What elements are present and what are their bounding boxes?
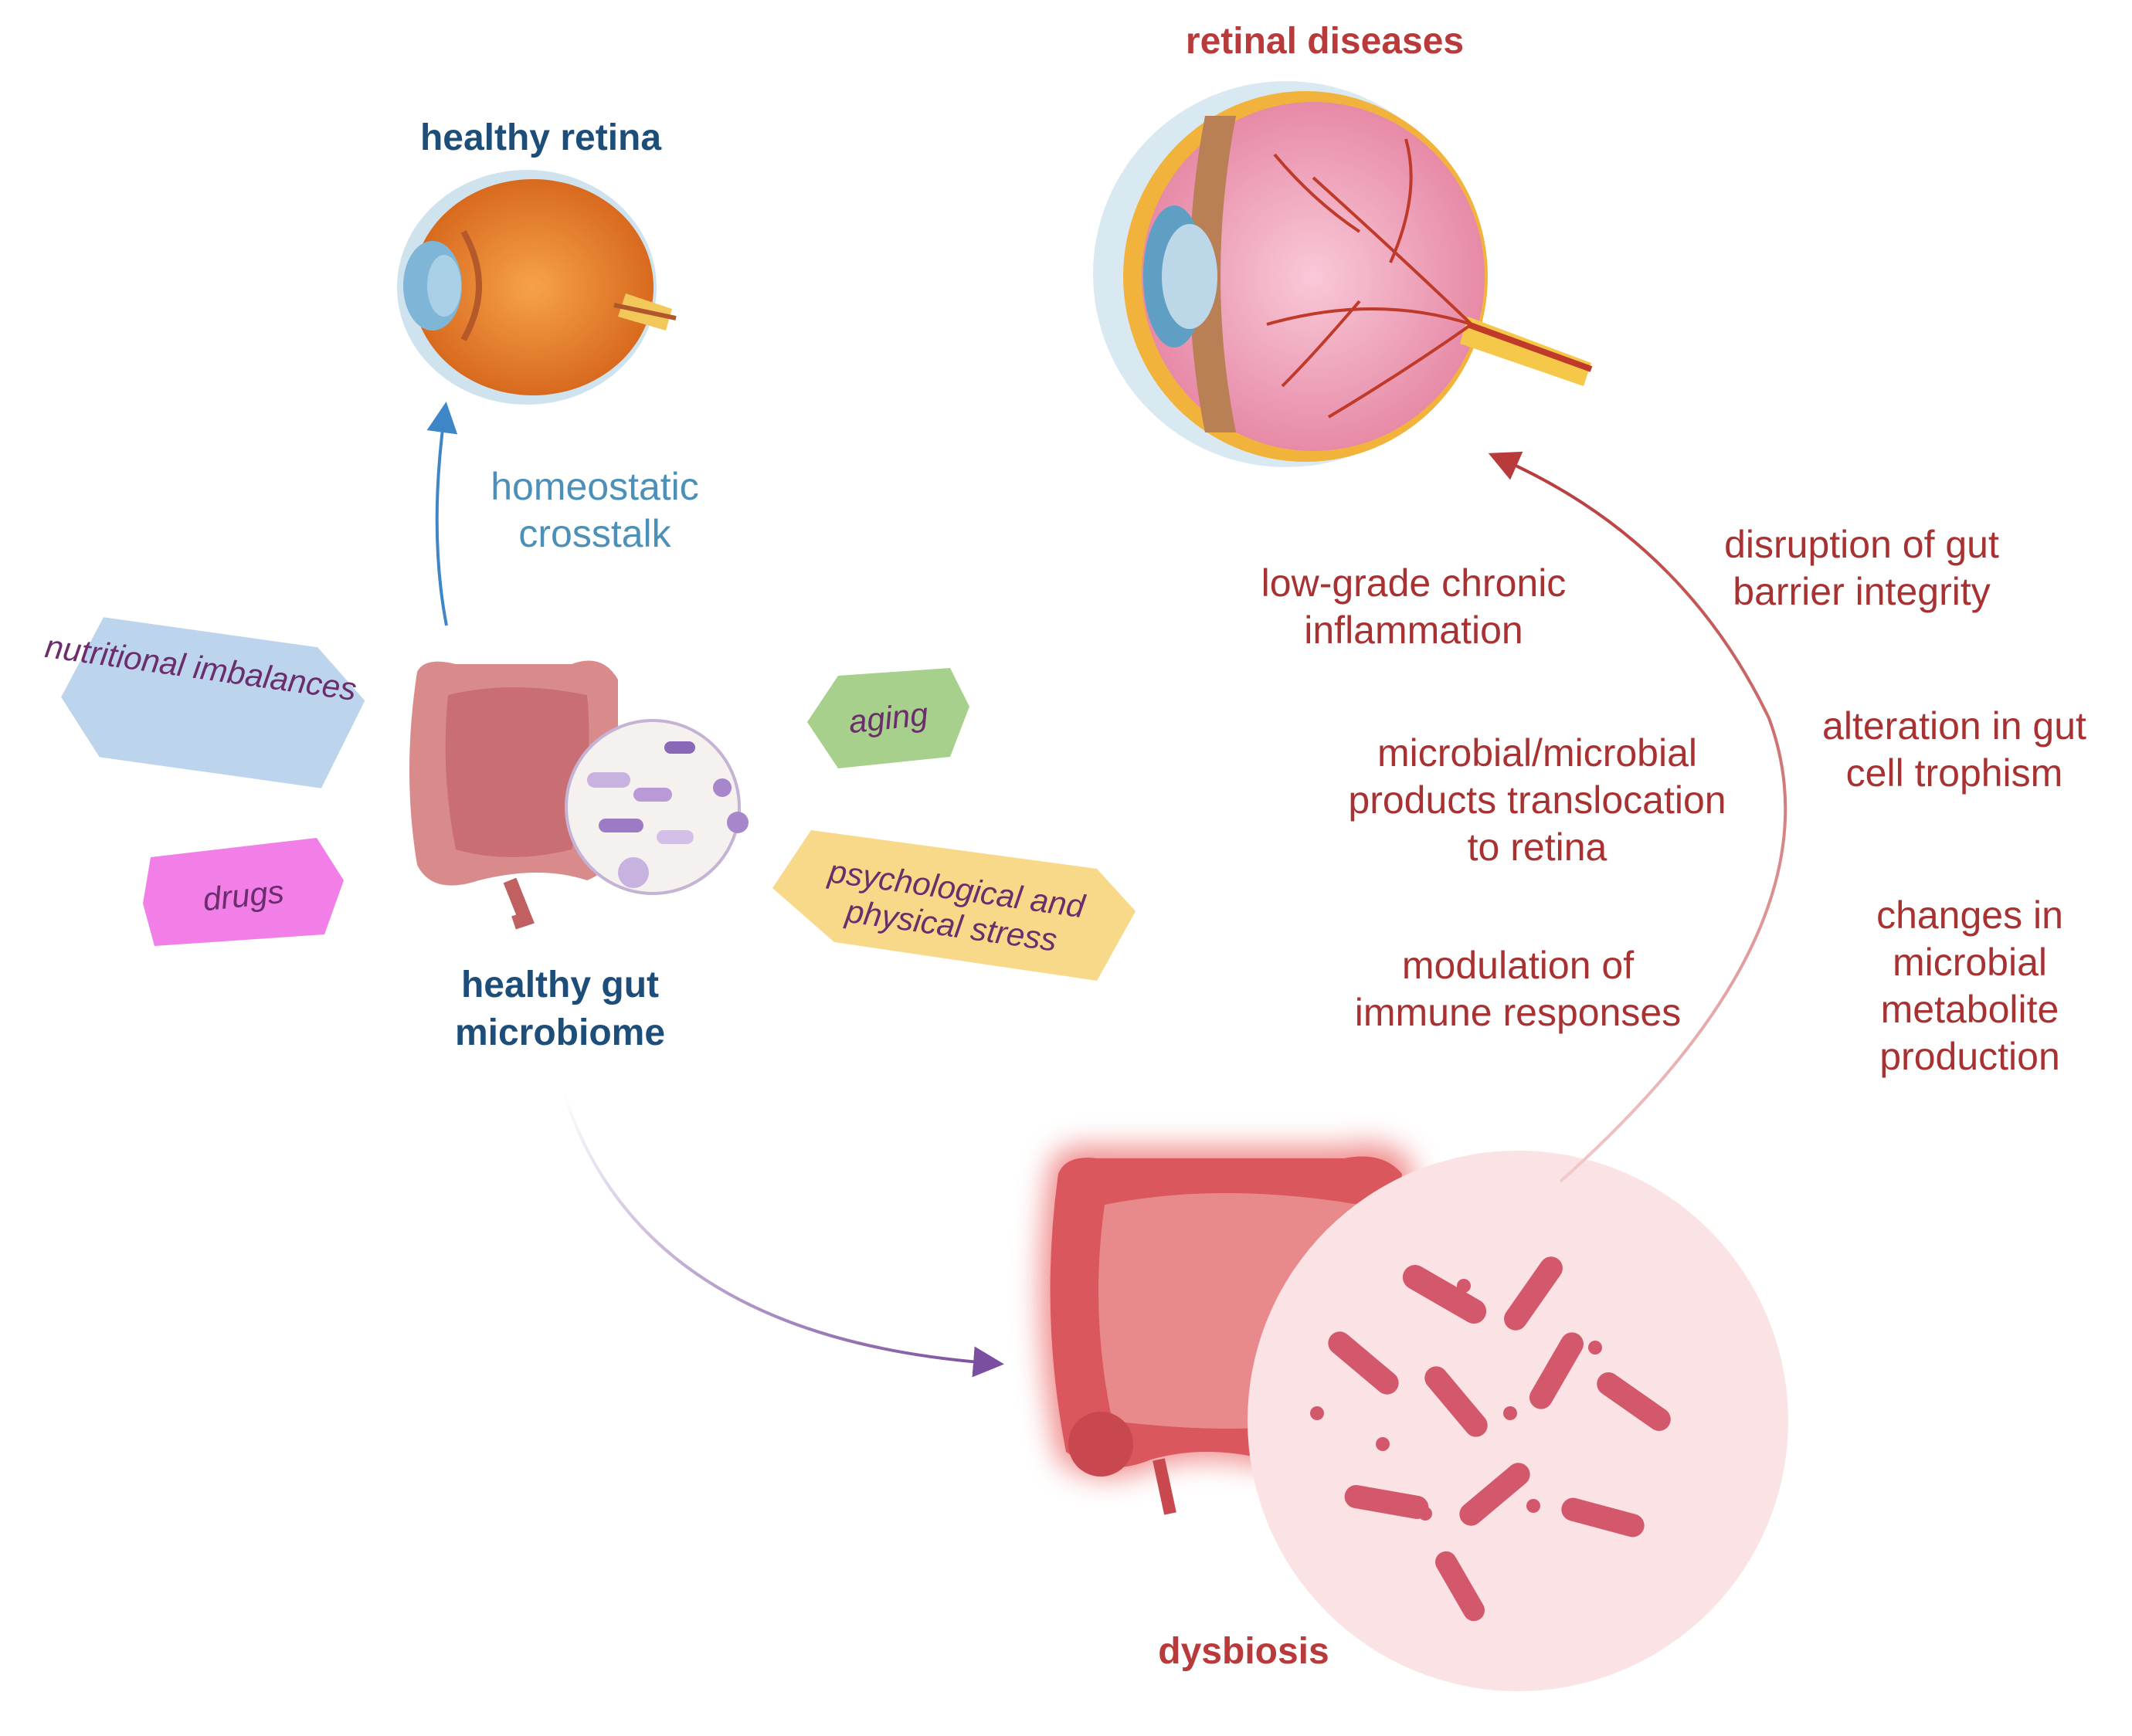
mechanism-immune: modulation of immune responses	[1354, 944, 1682, 1034]
dysbiotic-microbe-circle	[1248, 1151, 1788, 1691]
mechanism-translocation: microbial/microbial products translocati…	[1348, 731, 1726, 869]
crosstalk-label: homeostatic crosstalk	[491, 465, 699, 555]
disease-arrow	[1488, 451, 1787, 1183]
factor-tag-shapes	[61, 617, 1136, 981]
healthy-eye-illustration	[397, 170, 677, 405]
mechanism-inflammation: low-grade chronic inflammation	[1261, 561, 1567, 652]
dysbiosis-arrow	[562, 1092, 1004, 1378]
healthy-gut-title: healthy gut microbiome	[454, 965, 666, 1054]
healthy-gut-illustration	[409, 660, 620, 930]
dysbiosis-title: dysbiosis	[1158, 1631, 1329, 1672]
mechanism-trophism: alteration in gut cell trophism	[1822, 704, 2086, 795]
crosstalk-arrow	[426, 402, 458, 626]
mechanism-barrier: disruption of gut barrier integrity	[1724, 523, 1999, 613]
mechanism-metabolite: changes in microbial metabolite producti…	[1876, 893, 2063, 1078]
healthy-retina-title: healthy retina	[419, 117, 662, 158]
retinal-diseases-title: retinal diseases	[1185, 21, 1465, 62]
healthy-microbe-circle	[565, 719, 749, 895]
diseased-eye-illustration	[1093, 81, 1593, 467]
